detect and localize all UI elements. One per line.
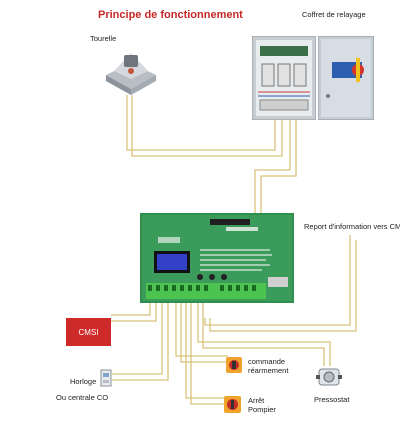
wire-coffret-board bbox=[254, 120, 291, 213]
wire-board-arret-2 bbox=[190, 300, 226, 405]
wire-board-cmsi-2 bbox=[111, 300, 157, 322]
label-horloge: Horloge bbox=[70, 377, 97, 386]
label-commande-line1: commande bbox=[248, 357, 286, 366]
wire-tourelle-coffret-2 bbox=[131, 95, 283, 157]
label-arret: Arrêt Pompier bbox=[248, 396, 276, 414]
wire-coffret-board-2 bbox=[260, 120, 297, 213]
reset-switch-icon bbox=[226, 357, 242, 373]
wire-board-report-2 bbox=[209, 240, 357, 332]
label-commande: commande réarmement bbox=[248, 357, 289, 375]
wire-board-pressostat bbox=[197, 300, 331, 366]
wire-board-cmsi bbox=[111, 300, 151, 316]
wire-board-report bbox=[204, 235, 351, 326]
label-cmsi: CMSI bbox=[78, 327, 99, 337]
firefighter-stop-switch-icon bbox=[224, 396, 241, 413]
diagram-title: Principe de fonctionnement bbox=[98, 9, 243, 21]
label-pressostat: Pressostat bbox=[314, 395, 350, 404]
label-report-cmsi: Report d'information vers CMSI bbox=[304, 222, 400, 231]
wire-board-horloge bbox=[112, 300, 163, 375]
wire-board-arret bbox=[185, 300, 226, 399]
control-board-pcb bbox=[140, 213, 294, 303]
relay-cabinet-open-icon bbox=[252, 36, 316, 120]
label-arret-line1: Arrêt bbox=[248, 396, 265, 405]
label-arret-line2: Pompier bbox=[248, 404, 276, 414]
label-tourelle: Tourelle bbox=[90, 34, 117, 43]
label-centrale-co: Ou centrale CO bbox=[56, 393, 109, 402]
relay-cabinet-closed-icon bbox=[318, 36, 374, 120]
cmsi-box: CMSI bbox=[66, 318, 111, 346]
label-commande-line2: réarmement bbox=[248, 365, 289, 375]
wire-board-horloge-2 bbox=[112, 300, 169, 381]
tourelle-fan-icon bbox=[106, 53, 156, 95]
wire-tourelle-coffret bbox=[126, 95, 276, 151]
label-coffret: Coffret de relayage bbox=[302, 10, 366, 19]
wire-board-commande bbox=[175, 300, 228, 357]
clock-module-icon bbox=[100, 369, 112, 387]
wire-board-pressostat-2 bbox=[202, 300, 325, 366]
pressostat-icon bbox=[316, 368, 342, 386]
wire-board-commande-2 bbox=[180, 300, 228, 363]
